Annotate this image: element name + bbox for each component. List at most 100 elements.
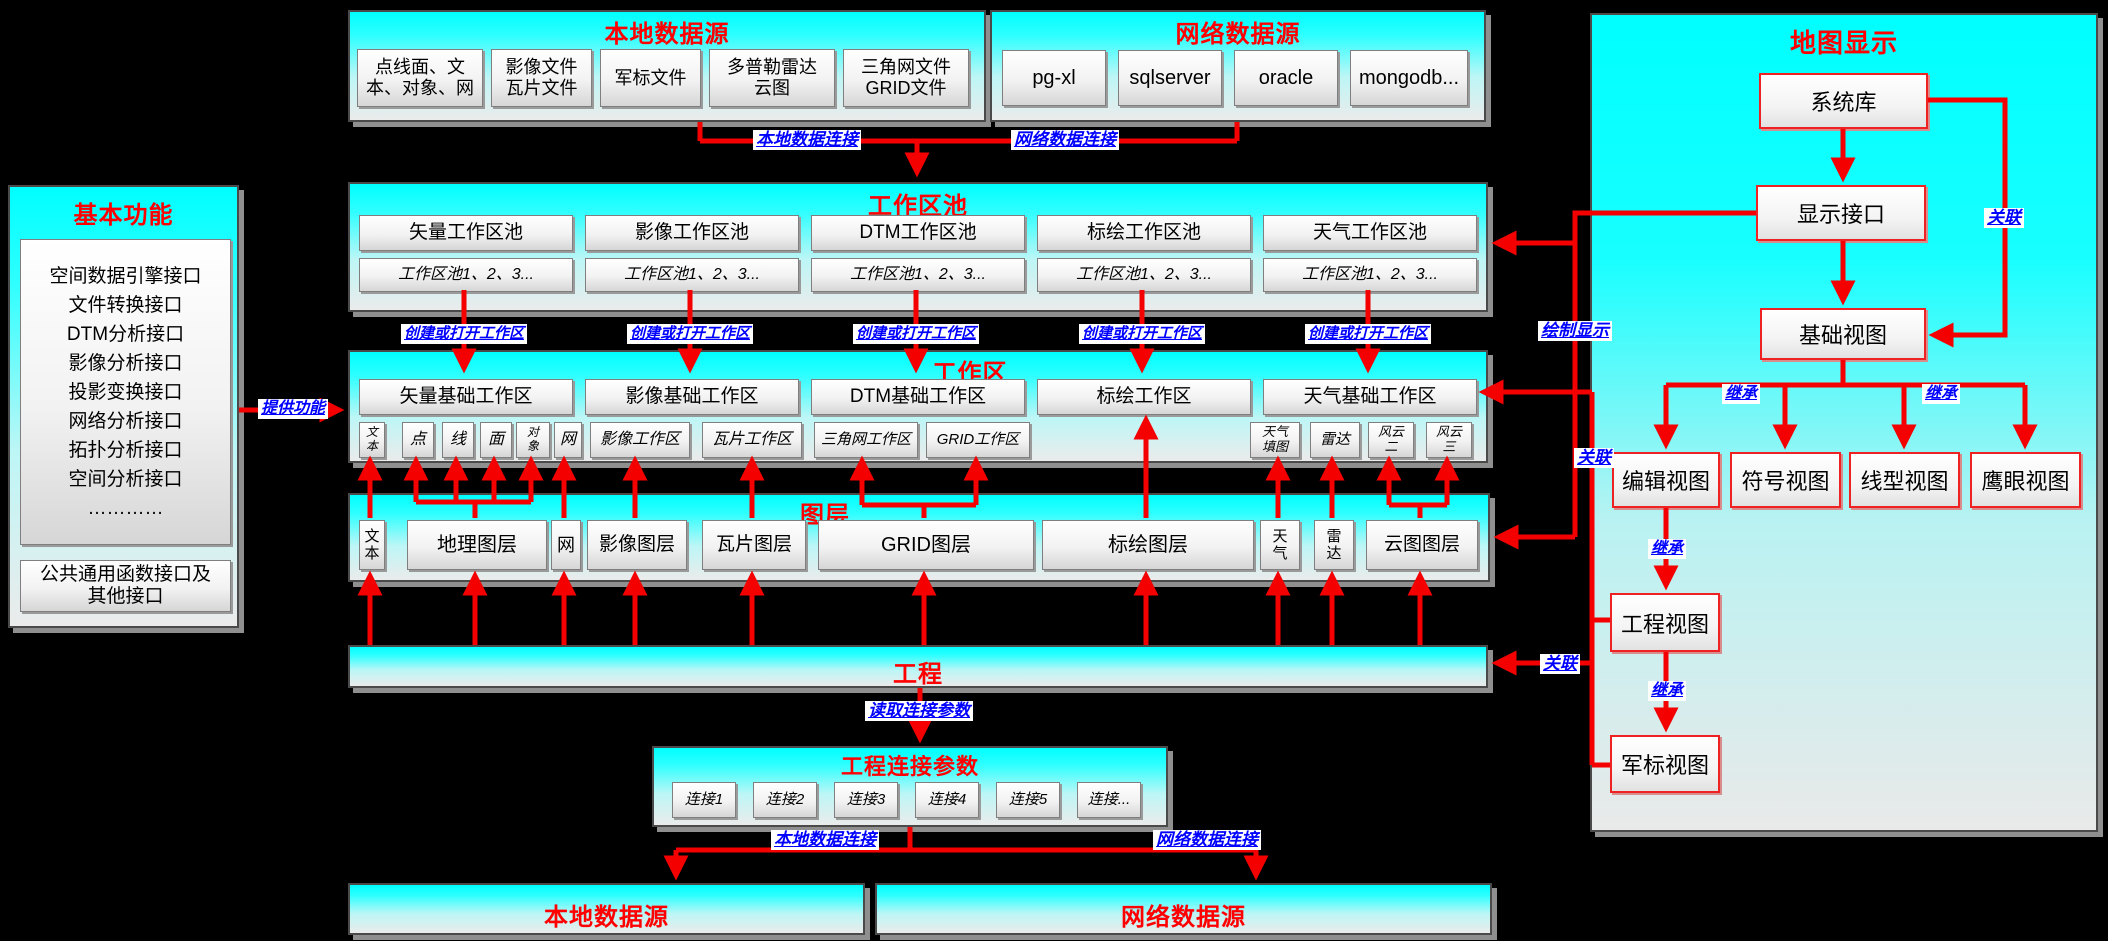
interface-ellipsis: ………… [87,497,164,519]
workspace-base: 影像基础工作区 [585,379,799,415]
bottom-network-datasource-bar: 网络数据源 [875,883,1492,935]
workspace-item: 影像工作区 [590,422,690,458]
node-system-lib: 系统库 [1759,73,1928,129]
workspace-item: 文本 [359,422,385,458]
workspace-base: 标绘工作区 [1037,379,1251,415]
workspace-item: 三角网工作区 [814,422,918,458]
project-title: 工程 [893,661,943,688]
label-assoc-top: 关联 [1984,208,2024,228]
connection-item: 连接2 [753,782,817,818]
workspace-item: 点 [402,422,434,458]
label-local-conn-bottom: 本地数据连接 [771,830,879,850]
bottom-network-title: 网络数据源 [1121,904,1246,931]
pool-column-name: 矢量工作区池 [359,215,573,251]
basic-functions-title: 基本功能 [73,202,174,229]
label-assoc-bottom: 关联 [1540,654,1580,674]
basic-functions-panel: 基本功能 空间数据引擎接口 文件转换接口 DTM分析接口 影像分析接口 投影变换… [8,185,239,628]
pool-column-name: DTM工作区池 [811,215,1025,251]
label-local-conn-top: 本地数据连接 [753,130,861,150]
interface-list-box: 空间数据引擎接口 文件转换接口 DTM分析接口 影像分析接口 投影变换接口 网络… [20,239,231,545]
interface-item: 文件转换接口 [68,294,183,316]
local-ds-item: 军标文件 [600,49,701,107]
layer-item: 雷达 [1314,520,1354,570]
node-symbol-view: 符号视图 [1730,452,1841,508]
workspace-item: 网 [554,422,582,458]
map-display-title: 地图显示 [1789,28,1898,58]
connection-item: 连接5 [996,782,1060,818]
workspace-item: GRID工作区 [926,422,1030,458]
node-line-view: 线型视图 [1849,452,1960,508]
interface-item: 拓扑分析接口 [68,439,183,461]
node-eagle-view: 鹰眼视图 [1970,452,2081,508]
net-ds-item: oracle [1234,50,1338,106]
pool-column-sub: 工作区池1、2、3... [359,258,573,292]
node-display-interface: 显示接口 [1756,185,1926,241]
interface-item: 空间分析接口 [68,468,183,490]
net-ds-item: mongodb... [1350,50,1468,106]
project-bar: 工程 [348,645,1488,688]
node-edit-view: 编辑视图 [1612,452,1720,508]
pool-column-sub: 工作区池1、2、3... [811,258,1025,292]
connection-params-panel: 工程连接参数 连接1 连接2 连接3 连接4 连接5 连接... [652,746,1168,827]
label-read-params: 读取连接参数 [865,701,973,721]
connection-item: 连接1 [672,782,736,818]
workspace-item: 对象 [516,422,550,458]
workspace-item: 线 [442,422,474,458]
layer-item: 地理图层 [407,520,547,570]
label-create-open: 创建或打开工作区 [852,324,980,344]
label-create-open: 创建或打开工作区 [626,324,754,344]
label-inherit-project: 继承 [1647,681,1687,701]
connection-params-title: 工程连接参数 [840,754,979,779]
workspace-item: 风云三 [1426,422,1472,458]
local-ds-item: 影像文件 瓦片文件 [491,49,592,107]
map-display-panel: 地图显示 [1590,13,2098,832]
workspace-base: 天气基础工作区 [1263,379,1477,415]
label-net-conn-bottom: 网络数据连接 [1153,830,1261,850]
interface-item: 投影变换接口 [68,381,183,403]
label-assoc-mid: 关联 [1574,448,1614,468]
label-create-open: 创建或打开工作区 [400,324,528,344]
workspace-item: 面 [480,422,512,458]
layer-item: 标绘图层 [1042,520,1254,570]
node-military-view: 军标视图 [1610,735,1720,793]
interface-item: 网络分析接口 [68,410,183,432]
workspace-base: DTM基础工作区 [811,379,1025,415]
interface-item: DTM分析接口 [66,323,185,345]
layer-item: 网 [551,520,581,570]
common-interface-box: 公共通用函数接口及 其他接口 [20,560,231,612]
label-inherit-left: 继承 [1721,384,1761,404]
label-net-conn-top: 网络数据连接 [1011,130,1119,150]
label-create-open: 创建或打开工作区 [1078,324,1206,344]
layer-item: GRID图层 [818,520,1034,570]
workspace-item: 瓦片工作区 [702,422,802,458]
layer-item: 影像图层 [587,520,687,570]
connection-item: 连接4 [915,782,979,818]
pool-column-name: 天气工作区池 [1263,215,1477,251]
label-draw-display: 绘制显示 [1538,321,1612,341]
label-inherit-edit: 继承 [1647,539,1687,559]
net-ds-item: pg-xl [1002,50,1106,106]
pool-column-sub: 工作区池1、2、3... [1037,258,1251,292]
layer-item: 云图图层 [1366,520,1478,570]
label-create-open: 创建或打开工作区 [1304,324,1432,344]
connection-item: 连接... [1077,782,1141,818]
workspace-base: 矢量基础工作区 [359,379,573,415]
node-project-view: 工程视图 [1610,593,1720,652]
interface-item: 影像分析接口 [68,352,183,374]
network-datasource-title: 网络数据源 [1175,21,1301,48]
pool-column-sub: 工作区池1、2、3... [585,258,799,292]
layer-item: 文本 [359,520,385,570]
local-ds-item: 多普勒雷达 云图 [709,49,835,107]
local-ds-item: 点线面、文 本、对象、网 [357,49,483,107]
local-ds-item: 三角网文件 GRID文件 [843,49,969,107]
pool-column-sub: 工作区池1、2、3... [1263,258,1477,292]
layers-panel: 图层 文本 地理图层 网 影像图层 瓦片图层 GRID图层 标绘图层 天气 雷达… [348,493,1490,582]
workspace-panel: 工作区 矢量基础工作区 影像基础工作区 DTM基础工作区 标绘工作区 天气基础工… [348,350,1488,463]
bottom-local-title: 本地数据源 [544,904,669,931]
label-provide: 提供功能 [257,399,329,419]
pool-column-name: 标绘工作区池 [1037,215,1251,251]
workspace-pool-panel: 工作区池 矢量工作区池 影像工作区池 DTM工作区池 标绘工作区池 天气工作区池… [348,182,1488,312]
layer-item: 天气 [1260,520,1300,570]
net-ds-item: sqlserver [1118,50,1222,106]
